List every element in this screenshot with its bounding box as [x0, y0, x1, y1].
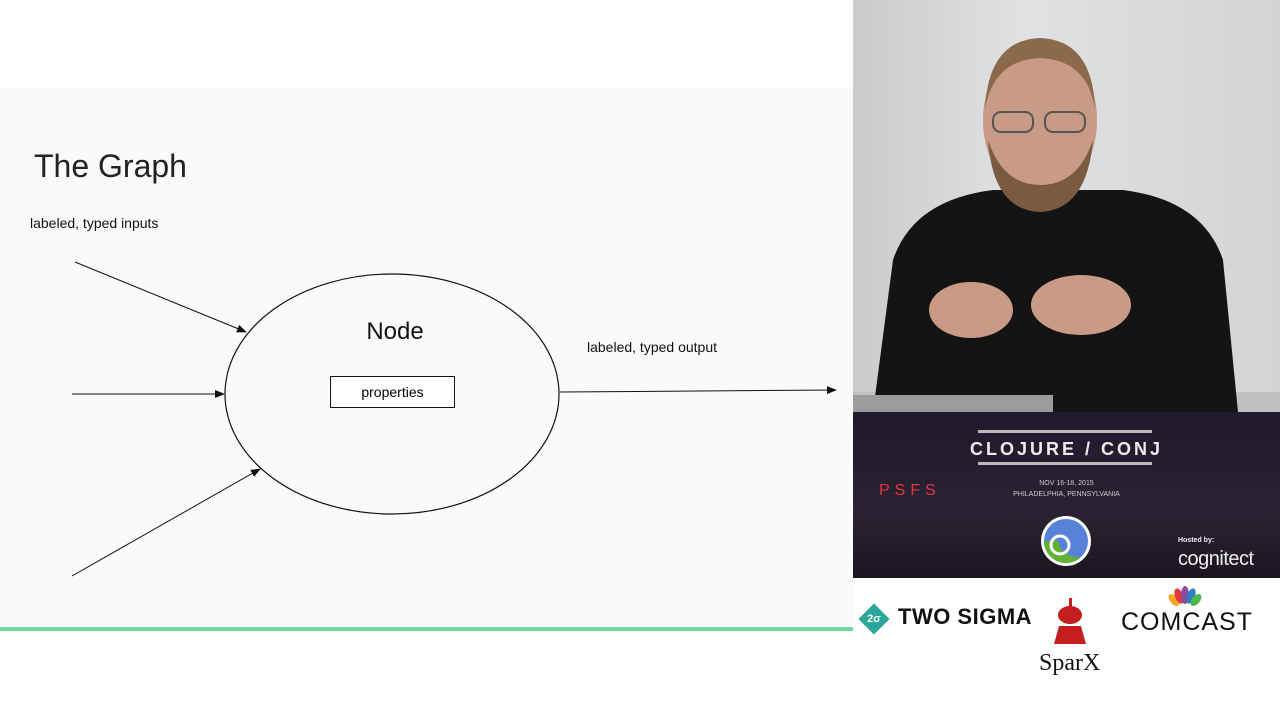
slide-accent-line — [0, 627, 853, 631]
sponsors: 2σ TWO SIGMA SparX COMCAST — [853, 578, 1280, 720]
node-title: Node — [366, 318, 424, 345]
clojure-logo — [1041, 516, 1091, 566]
node-ellipse — [224, 273, 560, 515]
two-sigma-mark: 2σ — [858, 603, 890, 635]
input-arrow-3 — [71, 468, 261, 577]
psfs-sign: PSFS — [879, 482, 941, 499]
sparx-robot-icon — [1054, 598, 1086, 644]
conference-name: CLOJURE / CONJ — [969, 439, 1164, 459]
two-sigma-logo: TWO SIGMA — [898, 604, 1033, 629]
speaker-video — [853, 0, 1280, 412]
sparx-logo: SparX — [1039, 650, 1101, 676]
conference-dates: NOV 16-18, 2015 — [1039, 480, 1094, 487]
nbc-peacock-icon — [1168, 586, 1202, 606]
inputs-label: labeled, typed inputs — [30, 215, 159, 231]
speaker-head — [983, 42, 1097, 198]
input-arrow-1 — [74, 261, 247, 333]
comcast-logo: COMCAST — [1121, 608, 1253, 636]
properties-box: properties — [330, 376, 455, 408]
output-label: labeled, typed output — [587, 339, 717, 355]
conference-location: PHILADELPHIA, PENNSYLVANIA — [1013, 491, 1120, 498]
output-arrow — [559, 386, 837, 395]
hosted-by-label: Hosted by: — [1178, 537, 1215, 544]
conference-banner: CLOJURE / CONJ NOV 16-18, 2015 PHILADELP… — [853, 412, 1280, 578]
slide-title: The Graph — [34, 148, 187, 184]
graph-diagram — [71, 261, 837, 577]
cognitect-logo: cognitect — [1178, 548, 1254, 570]
